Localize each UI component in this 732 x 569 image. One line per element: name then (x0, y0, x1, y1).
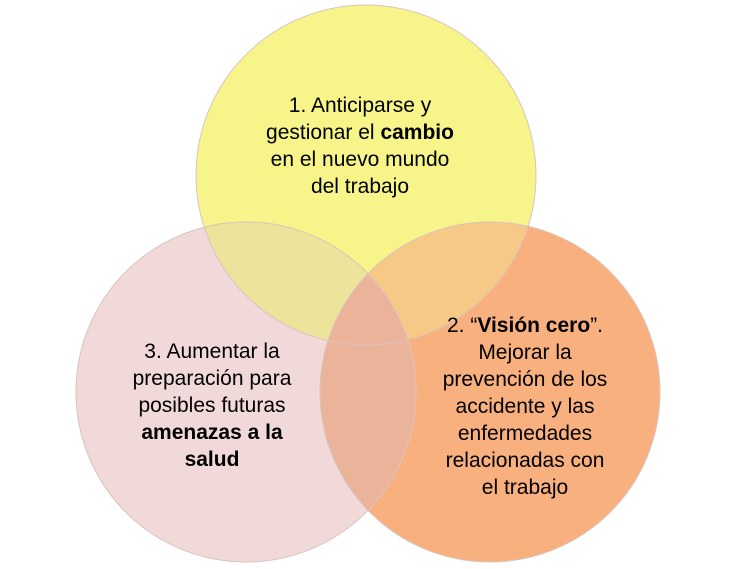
label-text: preparación para (132, 367, 292, 390)
label-line: prevención de los (395, 366, 655, 393)
label-bold-text: Visión cero (477, 314, 591, 337)
circle-3-outline (75, 221, 417, 563)
label-line: el trabajo (395, 474, 655, 501)
label-line: relacionadas con (395, 447, 655, 474)
label-text: 3. Aumentar la (144, 340, 280, 363)
label-text: 1. Anticiparse y (288, 94, 432, 117)
label-text: ”. (590, 314, 603, 337)
label-line: 2. “Visión cero”. (395, 312, 655, 339)
label-text: Mejorar la (478, 341, 572, 364)
label-text: en el nuevo mundo (270, 148, 450, 171)
circle-1-outline (195, 4, 537, 346)
label-bold-text: amenazas a la (141, 421, 283, 444)
label-text: del trabajo (310, 175, 410, 198)
label-text: prevención de los (442, 368, 608, 391)
label-text: posibles futuras (138, 394, 286, 417)
label-line: enfermedades (395, 420, 655, 447)
label-line: Mejorar la (395, 339, 655, 366)
label-text: relacionadas con (445, 449, 605, 472)
label-line: salud (82, 446, 342, 473)
label-text: el trabajo (481, 476, 569, 499)
label-text: 2. “ (447, 314, 478, 337)
label-line: en el nuevo mundo (230, 146, 490, 173)
label-bold-text: cambio (380, 121, 454, 144)
label-text: accidente y las (455, 395, 595, 418)
circle-2-outline (319, 221, 661, 563)
circle-3-label: 3. Aumentar la preparación para posibles f… (82, 338, 342, 473)
label-line: 3. Aumentar la (82, 338, 342, 365)
label-text: enfermedades (457, 422, 593, 445)
label-line: posibles futuras (82, 392, 342, 419)
overlap-1-3 (196, 222, 416, 345)
label-bold-text: salud (184, 448, 240, 471)
overlap-1-2 (320, 222, 536, 345)
label-line: accidente y las (395, 393, 655, 420)
label-line: del trabajo (230, 173, 490, 200)
label-line: preparación para (82, 365, 342, 392)
label-line: 1. Anticiparse y (230, 92, 490, 119)
label-text: gestionar el (266, 121, 381, 144)
label-line: amenazas a la (82, 419, 342, 446)
label-line: gestionar el cambio (230, 119, 490, 146)
